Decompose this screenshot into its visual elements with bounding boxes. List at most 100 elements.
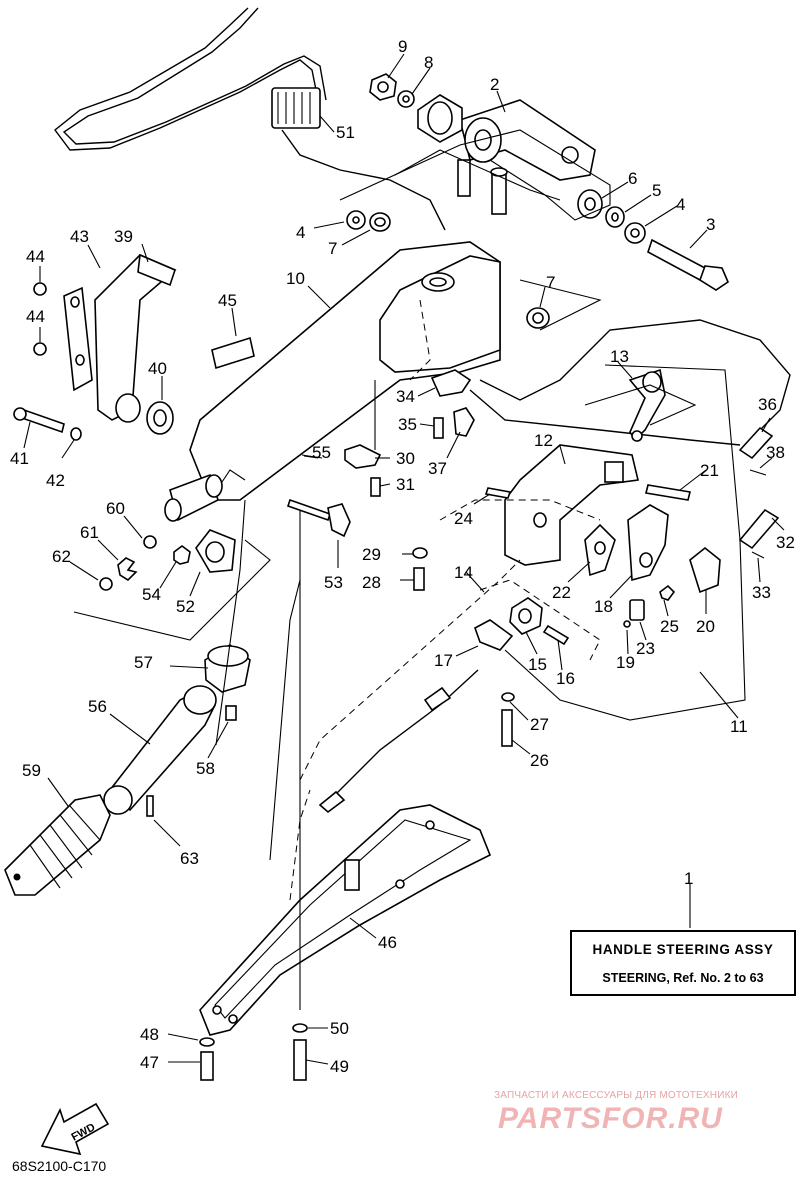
callout-32: 32 — [776, 533, 795, 552]
washer-48 — [199, 1037, 215, 1047]
callout-37: 37 — [428, 459, 447, 478]
bottom-cover-46 — [199, 804, 492, 1036]
assembly-name: HANDLE STEERING ASSY — [592, 942, 774, 957]
pin-55 — [301, 454, 323, 459]
screw-26 — [501, 709, 513, 747]
throttle-grip-59 — [4, 794, 111, 896]
callout-20: 20 — [696, 617, 715, 636]
steering-handle-10 — [189, 241, 501, 501]
callout-23: 23 — [636, 639, 655, 658]
screw-24 — [484, 487, 512, 499]
cam-18 — [627, 504, 669, 582]
bolt-41 — [13, 407, 65, 434]
callout-52: 52 — [176, 597, 195, 616]
callout-24: 24 — [454, 509, 473, 528]
callout-63: 63 — [180, 849, 199, 868]
callout-36: 36 — [758, 395, 777, 414]
watermark-logo: PARTSFOR.RU — [498, 1102, 723, 1135]
clip-30 — [344, 444, 382, 469]
drawing-code: 68S2100-C170 — [12, 1158, 107, 1174]
callout-8: 8 — [424, 53, 433, 72]
nut-9 — [369, 73, 397, 101]
watermark-tagline: ЗАПЧАСТИ И АКСЕССУАРЫ ДЛЯ МОТОТЕХНИКИ — [494, 1090, 739, 1101]
callout-60: 60 — [106, 499, 125, 518]
steering-bracket-2 — [457, 99, 596, 215]
nut-54 — [173, 545, 191, 565]
callout-11: 11 — [730, 717, 748, 736]
screw-53 — [286, 498, 351, 538]
leader-lines — [23, 53, 785, 1065]
callout-38: 38 — [766, 443, 785, 462]
callout-4b: 4 — [676, 195, 685, 214]
callout-46: 46 — [378, 933, 397, 952]
screw-35 — [433, 417, 444, 439]
callout-41: 41 — [10, 449, 29, 468]
callout-62: 62 — [52, 547, 71, 566]
callout-6: 6 — [628, 169, 637, 188]
callout-27: 27 — [530, 715, 549, 734]
callout-59: 59 — [22, 761, 41, 780]
washer-8 — [397, 90, 415, 108]
callout-30: 30 — [396, 449, 415, 468]
washer-4-right — [624, 222, 646, 244]
callout-51: 51 — [336, 123, 355, 142]
callout-18: 18 — [594, 597, 613, 616]
callout-44b: 44 — [26, 307, 45, 326]
plate-22 — [584, 523, 616, 577]
callout-12: 12 — [534, 431, 553, 450]
pin-38 — [749, 469, 767, 476]
screw-63 — [146, 795, 154, 817]
callout-56: 56 — [88, 697, 107, 716]
lever-13 — [628, 368, 666, 442]
callout-45: 45 — [218, 291, 237, 310]
screw-44-upper — [33, 282, 47, 296]
callout-10: 10 — [286, 269, 305, 288]
callout-57: 57 — [134, 653, 153, 672]
link-17 — [474, 619, 514, 651]
pawl-23 — [629, 599, 645, 621]
callout-15: 15 — [528, 655, 547, 674]
assembly-outlines — [73, 129, 746, 1010]
callout-4a: 4 — [296, 223, 305, 242]
callout-34: 34 — [396, 387, 415, 406]
callout-14: 14 — [454, 563, 473, 582]
grip-sleeve-56 — [103, 685, 217, 815]
bushing-7-right — [526, 307, 550, 329]
washer-42 — [70, 427, 82, 441]
washer-27 — [501, 692, 515, 702]
callout-50: 50 — [330, 1019, 349, 1038]
callout-2: 2 — [490, 75, 499, 94]
cable-end-32 — [738, 508, 780, 550]
callout-29: 29 — [362, 545, 381, 564]
callout-40: 40 — [148, 359, 167, 378]
callout-19: 19 — [616, 653, 635, 672]
callout-61: 61 — [80, 523, 99, 542]
callout-54: 54 — [142, 585, 161, 604]
spring-25 — [659, 584, 676, 601]
callout-28: 28 — [362, 573, 381, 592]
callout-25: 25 — [660, 617, 679, 636]
ball-19 — [623, 620, 631, 628]
screw-28 — [413, 567, 425, 591]
callout-58: 58 — [196, 759, 215, 778]
cable-end-36 — [738, 426, 774, 460]
callout-7b: 7 — [546, 273, 555, 292]
screw-49 — [293, 1039, 307, 1081]
washer-62 — [99, 577, 113, 591]
shift-cable — [318, 669, 479, 814]
washer-50 — [292, 1023, 308, 1033]
spring-61 — [117, 557, 138, 582]
bracket-12 — [504, 444, 639, 566]
callout-22: 22 — [552, 583, 571, 602]
callout-42: 42 — [46, 471, 65, 490]
pin-21 — [645, 484, 691, 501]
callout-47: 47 — [140, 1053, 159, 1072]
screw-58 — [225, 705, 237, 721]
callout-7a: 7 — [328, 239, 337, 258]
pin-16 — [542, 624, 570, 646]
screw-44-lower — [33, 342, 47, 356]
callout-33: 33 — [752, 583, 771, 602]
callout-55: 55 — [312, 443, 331, 462]
callout-17: 17 — [434, 651, 453, 670]
washer-5 — [605, 206, 625, 228]
